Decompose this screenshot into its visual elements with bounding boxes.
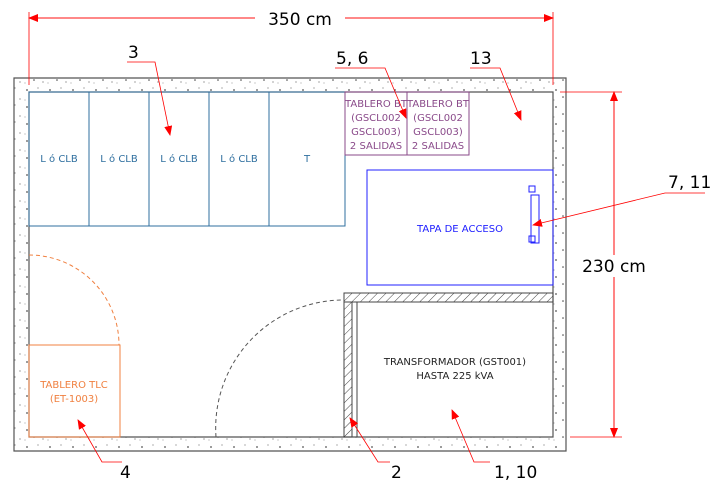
tablero-bt-text: 2 SALIDAS [412, 141, 464, 152]
hatched-wall-top [343, 292, 554, 303]
callout-3: 3 [128, 43, 139, 63]
callout-13: 13 [470, 49, 492, 69]
leader-13 [470, 67, 522, 121]
cell-label: L ó CLB [220, 153, 258, 165]
transformer-line2: HASTA 225 kVA [416, 371, 493, 382]
tablero-bt-2 [406, 91, 470, 156]
door-swing-tlc [28, 254, 120, 346]
callout-4: 4 [120, 463, 131, 483]
tablero-bt-text: (GSCL002 [351, 113, 401, 124]
tablero-bt-text: (GSCL002 [413, 113, 463, 124]
tapa-label: TAPA DE ACCESO [416, 224, 503, 235]
cell-label: L ó CLB [100, 153, 138, 165]
cell-label: T [303, 154, 311, 165]
door-swing [215, 299, 345, 438]
leader-4 [77, 419, 122, 463]
leader-1-10 [451, 409, 490, 463]
tablero-tlc [28, 344, 121, 438]
tablero-bt-text: TABLERO BT [406, 99, 470, 110]
callout-1-10: 1, 10 [494, 463, 537, 483]
callout-5-6: 5, 6 [336, 49, 368, 69]
height-label: 230 cm [582, 257, 646, 277]
tablero-bt-text: 2 SALIDAS [350, 141, 402, 152]
tablero-bt-text: GSCL003) [413, 127, 463, 138]
cell-5 [268, 91, 346, 227]
callout-7-11: 7, 11 [668, 173, 711, 193]
cell-label: L ó CLB [40, 153, 78, 165]
tapa-acceso [366, 169, 554, 286]
cell-label: L ó CLB [160, 153, 198, 165]
transformer-line1: TRANSFORMADOR (GST001) [383, 357, 526, 368]
leader-5-6 [335, 67, 407, 119]
leader-2 [349, 417, 390, 463]
leader-7-11 [532, 192, 705, 227]
width-label: 350 cm [268, 10, 332, 30]
tlc-line1: TABLERO TLC [39, 380, 108, 391]
tablero-bt-text: TABLERO BT [344, 99, 408, 110]
leader-3 [127, 61, 173, 136]
handle-icon [528, 185, 540, 244]
hatched-wall-left [343, 301, 353, 438]
tablero-bt-text: GSCL003) [351, 127, 401, 138]
tlc-line2: (ET-1003) [50, 394, 98, 405]
callout-2: 2 [391, 463, 402, 483]
